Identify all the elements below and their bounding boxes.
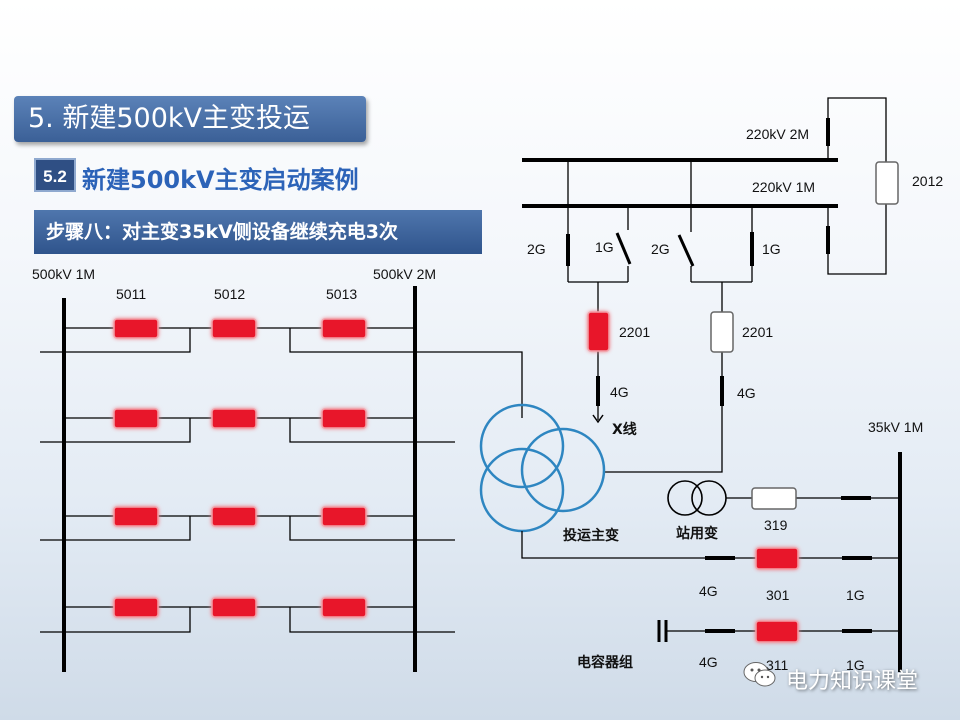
breaker-2201-left xyxy=(587,311,610,352)
watermark-text: 电力知识课堂 xyxy=(786,669,919,694)
breaker-5012-row2 xyxy=(211,408,257,429)
switch-1g-left xyxy=(615,232,632,265)
breaker-311 xyxy=(755,620,799,643)
switch-4g-311-label: 4G xyxy=(699,654,718,670)
breaker-5013-row1 xyxy=(321,318,367,339)
breaker-319 xyxy=(751,487,797,510)
breaker-5012-row3 xyxy=(211,506,257,527)
breaker-string-row-1 xyxy=(40,327,523,418)
x-line-label: X线 xyxy=(612,421,637,438)
breaker-5012-row4 xyxy=(211,597,257,618)
switch-1g-311-label: 1G xyxy=(846,657,865,673)
breaker-5013-row4 xyxy=(321,597,367,618)
bay-left-wiring xyxy=(567,160,629,420)
station-transformer-symbol xyxy=(667,480,727,516)
bus-500kv-2m-label: 500kV 2M xyxy=(373,266,436,282)
bus-220kv-1m-label: 220kV 1M xyxy=(752,179,815,195)
capacitor-label: 电容器组 xyxy=(577,654,633,671)
breaker-2201-right-label: 2201 xyxy=(742,324,773,340)
breaker-301-label: 301 xyxy=(766,587,790,603)
switch-1g-right-label: 1G xyxy=(762,241,781,257)
switch-2g-left-label: 2G xyxy=(527,241,546,257)
page-title: 5. 新建500kV主变投运 xyxy=(14,96,366,142)
breaker-5011-row1 xyxy=(113,318,159,339)
breaker-5011-row3 xyxy=(113,506,159,527)
breaker-5012-row1 xyxy=(211,318,257,339)
main-transformer-symbol xyxy=(479,403,606,533)
bus-500kv-1m-label: 500kV 1M xyxy=(32,266,95,282)
breaker-col-5011-label: 5011 xyxy=(116,286,146,302)
breaker-2012-label: 2012 xyxy=(912,173,943,189)
breaker-2201-right xyxy=(710,311,734,353)
switch-1g-301-label: 1G xyxy=(846,587,865,603)
switch-2g-right-label: 2G xyxy=(651,241,670,257)
breaker-col-5012-label: 5012 xyxy=(214,286,245,302)
switch-4g-301-label: 4G xyxy=(699,583,718,599)
line-arrow xyxy=(592,414,604,424)
breaker-5011-row2 xyxy=(113,408,159,429)
section-number-badge: 5.2 xyxy=(34,158,76,192)
section-title: 新建500kV主变启动案例 xyxy=(82,166,359,194)
wechat-icon xyxy=(743,662,776,687)
breaker-301 xyxy=(755,547,799,570)
switch-1g-left-label: 1G xyxy=(595,239,614,255)
breaker-2012 xyxy=(875,161,899,205)
bay-right-wiring xyxy=(605,160,753,473)
capacitor-symbol xyxy=(657,620,668,642)
main-transformer-label: 投运主变 xyxy=(563,527,619,544)
breaker-2201-left-label: 2201 xyxy=(619,324,650,340)
step-banner: 步骤八：对主变35kV侧设备继续充电3次 xyxy=(34,210,482,254)
switch-4g-right-label: 4G xyxy=(737,385,756,401)
breaker-col-5013-label: 5013 xyxy=(326,286,357,302)
switch-4g-left-label: 4G xyxy=(610,384,629,400)
breaker-5013-row3 xyxy=(321,506,367,527)
bus-35kv-1m-label: 35kV 1M xyxy=(868,419,923,435)
switch-2g-right xyxy=(677,234,695,267)
breaker-319-label: 319 xyxy=(764,517,788,533)
breaker-311-label: 311 xyxy=(766,657,789,673)
bus-220kv-2m-label: 220kV 2M xyxy=(746,126,809,142)
breaker-5011-row4 xyxy=(113,597,159,618)
breaker-5013-row2 xyxy=(321,408,367,429)
station-transformer-label: 站用变 xyxy=(676,525,718,542)
